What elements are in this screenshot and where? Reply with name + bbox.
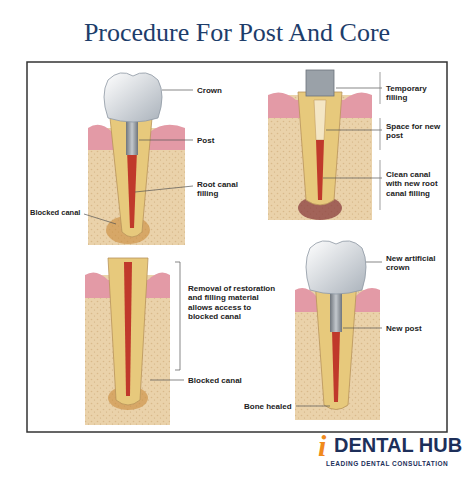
part-label: Clean canal with new root canal filling <box>386 170 444 198</box>
part-label: Root canal filling <box>197 180 247 199</box>
logo-mark: i <box>318 428 326 463</box>
part-label: Blocked canal <box>30 209 80 218</box>
part-label: Blocked canal <box>188 376 242 385</box>
part-label: Post <box>197 136 214 145</box>
part-label: Temporary filling <box>386 84 438 103</box>
part-label: Space for new post <box>386 122 442 141</box>
logo-text: DENTAL HUB <box>334 434 462 458</box>
part-label: New post <box>386 324 422 333</box>
note-label: Removal of restoration and filling mater… <box>188 284 280 322</box>
title: Procedure For Post And Core <box>0 18 474 48</box>
part-label: New artificial crown <box>386 254 444 273</box>
part-label: Bone healed <box>244 402 292 411</box>
logo-tagline: LEADING DENTAL CONSULTATION <box>326 460 448 468</box>
part-label: Crown <box>197 86 222 95</box>
